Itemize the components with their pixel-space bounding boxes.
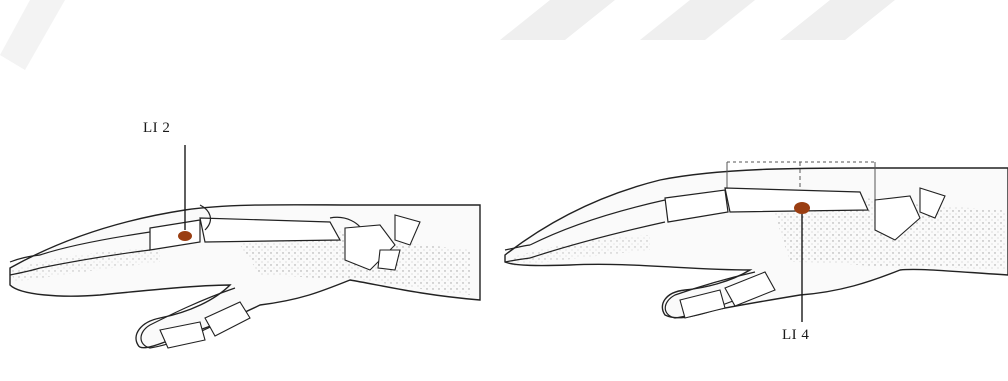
li2-label: LI 2: [143, 120, 170, 137]
li2-point-marker: [178, 231, 192, 241]
li4-point-marker: [794, 202, 810, 214]
right-hand-illustration: [490, 0, 1008, 381]
left-hand-illustration: [0, 0, 490, 381]
li4-label: LI 4: [782, 327, 809, 344]
